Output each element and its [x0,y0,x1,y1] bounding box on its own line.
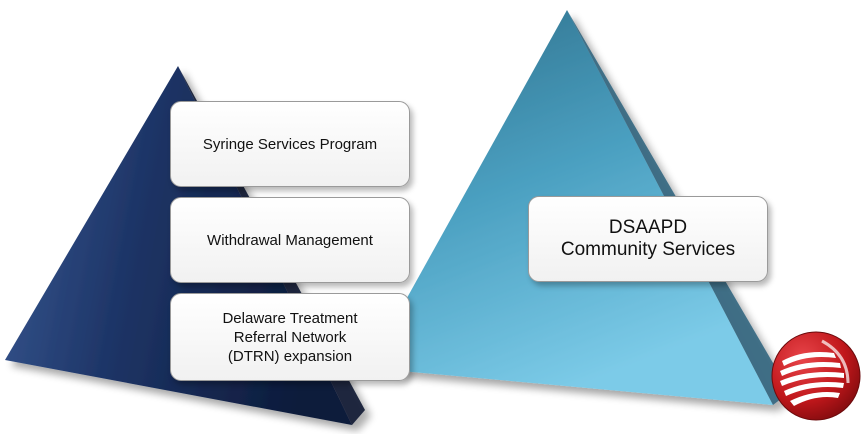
syringe-services-program-box: Syringe Services Program [170,101,410,187]
dtrn-expansion-box: Delaware Treatment Referral Network (DTR… [170,293,410,381]
dhss-logo-icon [771,331,861,421]
dsaapd-community-services-box: DSAAPD Community Services [528,196,768,282]
withdrawal-management-box: Withdrawal Management [170,197,410,283]
